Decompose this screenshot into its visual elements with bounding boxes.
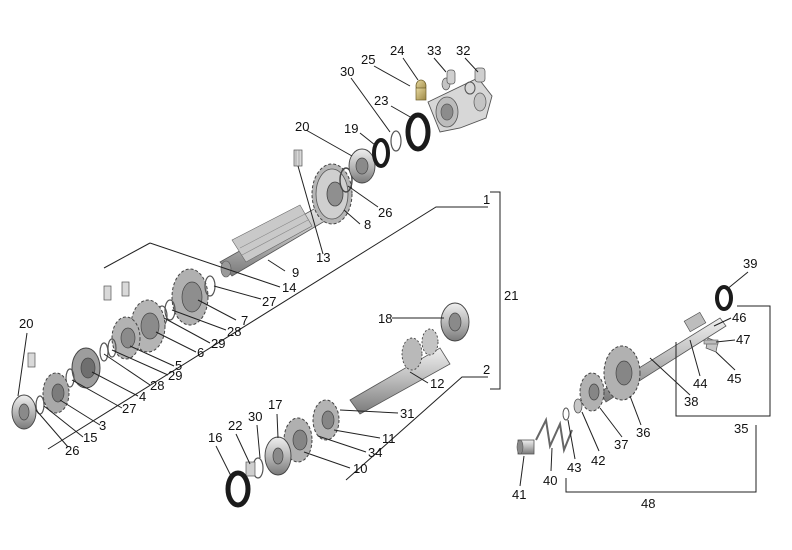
- gear-7: [171, 268, 209, 326]
- callout-28-lower: 28: [150, 378, 164, 393]
- seal-39: [715, 285, 733, 311]
- main-shaft: [219, 199, 341, 278]
- collar-42: [573, 398, 583, 414]
- callout-23: 23: [374, 93, 388, 108]
- callout-33: 33: [427, 43, 441, 58]
- pin-24: [446, 69, 456, 85]
- parts-layer: [11, 67, 733, 508]
- callout-10: 10: [353, 461, 367, 476]
- callout-24: 24: [390, 43, 404, 58]
- callout-29-upper: 29: [211, 336, 225, 351]
- callout-13: 13: [316, 250, 330, 265]
- callout-27-lower: 27: [122, 401, 136, 416]
- callout-21: 21: [504, 288, 518, 303]
- callout-31: 31: [400, 406, 414, 421]
- callout-6: 6: [197, 345, 204, 360]
- needle-cage-13: [293, 149, 303, 167]
- gear-37: [579, 372, 605, 412]
- gear-36: [603, 345, 641, 401]
- callout-46: 46: [732, 310, 746, 325]
- callout-40: 40: [543, 473, 557, 488]
- ring-28-lower: [99, 342, 109, 362]
- callout-39: 39: [743, 256, 757, 271]
- callout-29-lower: 29: [168, 368, 182, 383]
- callout-37: 37: [614, 437, 628, 452]
- spring-40: [535, 416, 573, 454]
- callout-19: 19: [344, 121, 358, 136]
- bolt-25: [415, 79, 427, 101]
- sleeve-41: [516, 439, 535, 455]
- gear-11: [312, 399, 340, 441]
- washer-32a: [464, 81, 476, 95]
- callout-1: 1: [483, 192, 490, 207]
- callout-18: 18: [378, 311, 392, 326]
- bearing-17: [264, 436, 292, 476]
- callout-42: 42: [591, 453, 605, 468]
- callout-47: 47: [736, 332, 750, 347]
- washer-26-upper: [339, 167, 353, 193]
- callout-32: 32: [456, 43, 470, 58]
- callout-45: 45: [727, 371, 741, 386]
- needle-cage-left-2: [121, 281, 130, 297]
- needle-cage-left-1: [103, 285, 112, 301]
- ring-30-upper: [390, 130, 402, 152]
- callout-30-lower: 30: [248, 409, 262, 424]
- callout-8: 8: [364, 217, 371, 232]
- seal-16: [225, 470, 251, 508]
- seal-19: [372, 138, 390, 168]
- callout-5: 5: [175, 358, 182, 373]
- callout-16: 16: [208, 430, 222, 445]
- ring-27-lower: [65, 368, 75, 388]
- gear-3: [42, 372, 70, 414]
- callout-12: 12: [430, 376, 444, 391]
- callout-27-upper: 27: [262, 294, 276, 309]
- counter-shaft: [349, 328, 451, 415]
- callout-30-upper: 30: [340, 64, 354, 79]
- callout-14: 14: [282, 280, 296, 295]
- callout-48: 48: [641, 496, 655, 511]
- cover-33: [427, 77, 493, 133]
- seal-23: [405, 112, 431, 152]
- callout-41: 41: [512, 487, 526, 502]
- gear-4: [71, 347, 101, 389]
- callout-28-upper: 28: [227, 324, 241, 339]
- callout-3: 3: [99, 418, 106, 433]
- callout-20-upper: 20: [295, 119, 309, 134]
- clip-43: [562, 407, 570, 421]
- callout-7: 7: [241, 313, 248, 328]
- needle-cage-left-3: [27, 352, 36, 368]
- callout-38: 38: [684, 394, 698, 409]
- bearing-20-lower: [11, 394, 37, 430]
- callout-17: 17: [268, 397, 282, 412]
- callout-labels: 1 2 3 4 5 6 7 8 9 10 11 12 13 14 15 16 1…: [19, 43, 757, 511]
- callout-35: 35: [734, 421, 748, 436]
- callout-22: 22: [228, 418, 242, 433]
- callout-2: 2: [483, 362, 490, 377]
- callout-26-upper: 26: [378, 205, 392, 220]
- callout-20-lower: 20: [19, 316, 33, 331]
- ring-28-upper: [164, 299, 176, 321]
- callout-15: 15: [83, 430, 97, 445]
- callout-9: 9: [292, 265, 299, 280]
- callout-26-lower: 26: [65, 443, 79, 458]
- bearing-18: [440, 302, 470, 342]
- gear-8: [311, 163, 353, 225]
- bearing-20-upper: [348, 148, 376, 184]
- callout-11: 11: [382, 431, 396, 446]
- callout-34: 34: [368, 445, 382, 460]
- callout-25: 25: [361, 52, 375, 67]
- callout-43: 43: [567, 460, 581, 475]
- callout-4: 4: [139, 389, 146, 404]
- pin-47: [703, 339, 719, 345]
- callout-44: 44: [693, 376, 707, 391]
- collar-22: [245, 461, 256, 477]
- callout-36: 36: [636, 425, 650, 440]
- gear-5: [111, 316, 141, 360]
- leader-lines: [17, 57, 771, 493]
